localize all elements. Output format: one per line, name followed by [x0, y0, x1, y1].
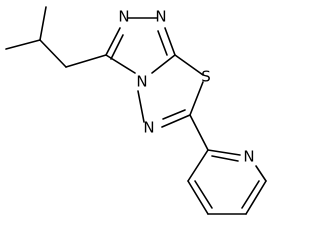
isobutyl-group	[5, 6, 107, 68]
bond-methine-methylene	[39, 39, 67, 68]
bond-thiadiazole-pyridine	[189, 114, 209, 151]
atom-n-triazole-top-left: N	[118, 8, 129, 26]
bond-pyr-c6-c1	[245, 180, 267, 215]
atom-labels: N N N S N N	[118, 8, 254, 166]
atom-s-thiadiazole: S	[201, 68, 211, 86]
atom-n-pyridine: N	[243, 148, 254, 166]
bond-pyr-c6-c1-double	[241, 180, 260, 209]
bond-n-n-lower	[137, 90, 145, 123]
bond-c3-n-top-left	[105, 27, 121, 56]
bond-fused-c-s	[174, 54, 204, 76]
atom-n-thiadiazole: N	[143, 119, 154, 137]
bond-methyl-top	[39, 6, 47, 41]
thiadiazole-ring	[137, 54, 204, 128]
atom-n-bridgehead: N	[136, 73, 147, 91]
molecule-structure-diagram: N N N S N N	[5, 6, 267, 215]
bond-n-top-right-c	[164, 27, 176, 56]
bond-methylene-triazole	[65, 54, 107, 68]
bond-n-top-right-c-double	[157, 30, 168, 56]
bond-pyr-n-c2-double	[211, 155, 239, 162]
bond-bridge-n-c3	[105, 54, 136, 74]
bond-c3-n-top-left-double	[110, 34, 124, 60]
bond-pyr-c3-c4	[187, 149, 209, 182]
bond-pyr-n-c2	[207, 149, 241, 156]
bond-pyr-c1-n	[255, 165, 267, 182]
triazole-ring	[105, 17, 176, 74]
bond-methyl-left	[5, 39, 41, 50]
bond-c-bridge-n	[151, 54, 176, 74]
bond-c-n-double-outer	[161, 114, 191, 128]
bond-s-c	[189, 81, 204, 116]
bond-c-n-double-inner	[162, 109, 186, 120]
bond-pyr-c4-c5	[187, 180, 209, 215]
atom-n-triazole-top-right: N	[155, 8, 166, 26]
bond-pyr-c4-c5-double	[194, 180, 213, 209]
pyridine-ring	[187, 149, 267, 215]
